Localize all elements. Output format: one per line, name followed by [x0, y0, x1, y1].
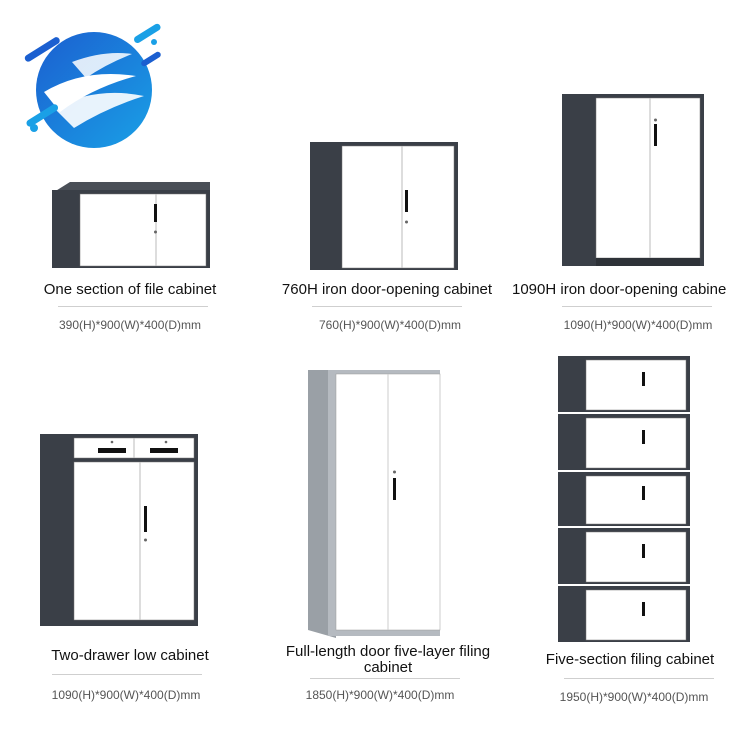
- cabinet-image-full-length: [308, 370, 441, 638]
- product-title: Full-length door five-layer filing cabin…: [285, 643, 491, 676]
- brand-logo-icon: [24, 23, 161, 148]
- cabinet-image-1090h: [562, 94, 704, 266]
- product-title: 1090H iron door-opening cabine: [512, 281, 727, 298]
- product-dimensions: 1090(H)*900(W)*400(D)mm: [563, 318, 713, 332]
- product-dimensions: 1850(H)*900(W)*400(D)mm: [305, 688, 455, 702]
- cabinet-image-two-drawer: [40, 434, 198, 626]
- product-title: One section of file cabinet: [43, 281, 217, 298]
- divider: [312, 306, 462, 307]
- product-title: Five-section filing cabinet: [545, 651, 715, 668]
- divider: [564, 678, 714, 679]
- product-dimensions: 760(H)*900(W)*400(D)mm: [318, 318, 462, 332]
- product-title: Two-drawer low cabinet: [51, 647, 209, 664]
- cabinet-image-five-section: [558, 356, 690, 642]
- product-title: 760H iron door-opening cabinet: [281, 281, 493, 298]
- product-dimensions: 1090(H)*900(W)*400(D)mm: [51, 688, 201, 702]
- divider: [58, 306, 208, 307]
- product-dimensions: 390(H)*900(W)*400(D)mm: [58, 318, 202, 332]
- divider: [562, 306, 712, 307]
- cabinet-image-760h: [310, 142, 458, 270]
- product-dimensions: 1950(H)*900(W)*400(D)mm: [559, 690, 709, 704]
- cabinet-image-one-section: [52, 182, 210, 268]
- divider: [310, 678, 460, 679]
- divider: [52, 674, 202, 675]
